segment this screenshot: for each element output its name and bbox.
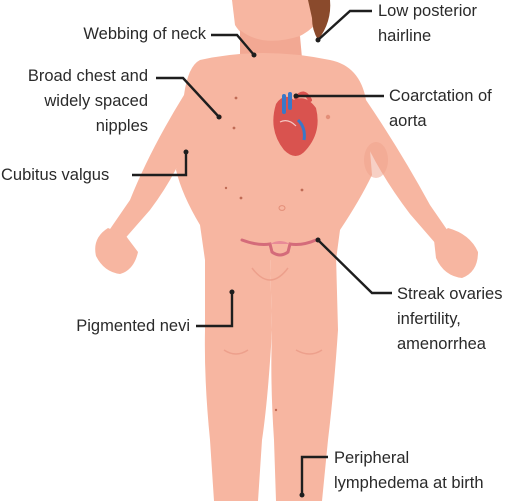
leader-cubitus	[132, 152, 188, 177]
label-cubitus-valgus: Cubitus valgus	[1, 166, 110, 184]
leader-webbing	[211, 33, 255, 56]
head	[232, 0, 320, 44]
torso	[176, 53, 372, 260]
right-arm	[360, 100, 450, 244]
label-webbing-of-neck: Webbing of neck	[83, 25, 206, 43]
label-broad-chest: Broad chest and widely spaced nipples	[27, 67, 148, 135]
right-leg	[270, 255, 338, 501]
nipple-right	[325, 114, 331, 120]
left-leg	[204, 255, 272, 501]
leader-chest	[156, 76, 220, 118]
leader-streak	[317, 239, 392, 295]
label-streak-ovaries: Streak ovaries infertility, amenorrhea	[397, 285, 503, 353]
label-coarctation-of-aorta: Coarctation of aorta	[389, 87, 492, 130]
leader-nevi	[196, 292, 234, 328]
ovaries-uterus	[240, 238, 318, 257]
label-pigmented-nevi: Pigmented nevi	[76, 317, 190, 335]
label-peripheral-lymphedema: Peripheral lymphedema at birth	[334, 449, 484, 492]
navel	[278, 205, 286, 211]
leader-hairline	[317, 9, 372, 41]
right-hand	[434, 228, 478, 278]
left-hand	[95, 228, 138, 274]
leader-lymph	[300, 455, 328, 495]
heart-icon	[273, 91, 318, 156]
label-low-posterior-hairline: Low posterior hairline	[378, 2, 478, 45]
left-arm	[108, 95, 192, 242]
leader-lines	[132, 9, 392, 498]
hair	[308, 0, 331, 40]
